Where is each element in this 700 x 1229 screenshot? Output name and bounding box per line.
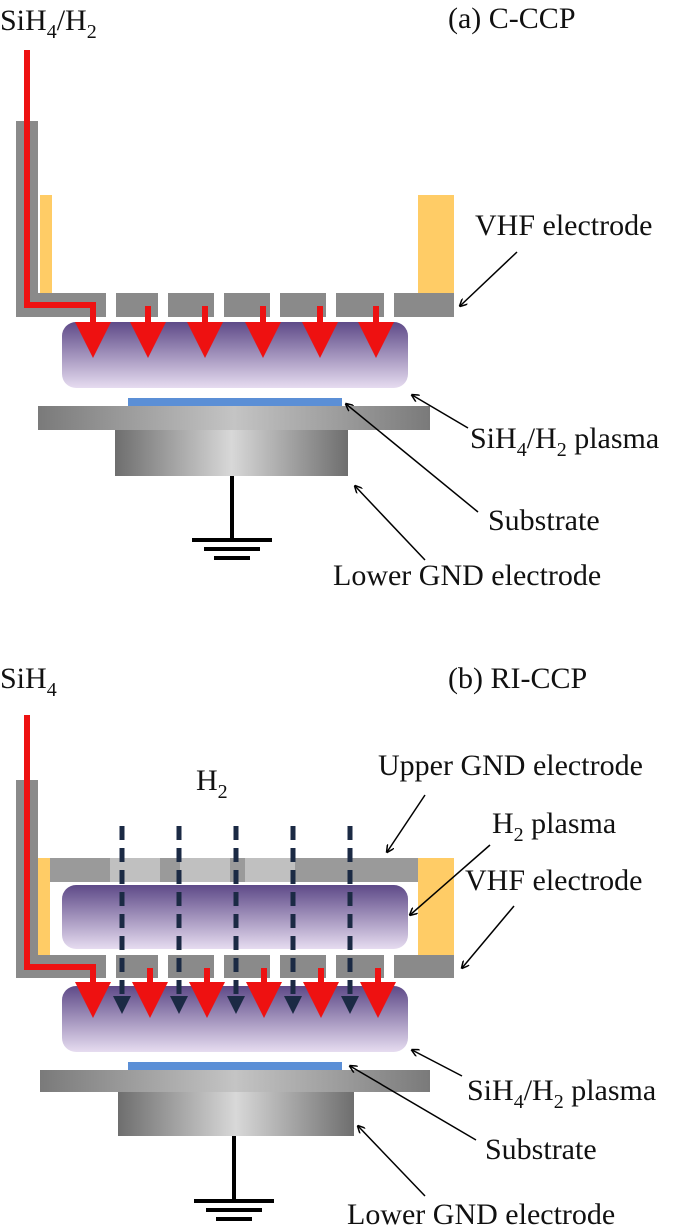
gas-arrows-b [75,968,396,1018]
upper-gnd-label: Upper GND electrode [378,749,643,782]
upper-gnd-electrode [50,858,418,882]
substrate-label-b: Substrate [485,1133,597,1166]
vhf-electrode-left [40,195,52,295]
substrate-label-a: Substrate [488,504,600,537]
panel-a-gas-label: SiH4/H2 [0,4,97,43]
panel-b: SiH4 (b) RI-CCP H2 [0,662,656,1229]
lower-gnd-electrode-a [115,430,348,476]
plasma-a [62,322,408,388]
vhf-electrode-right-b [418,858,454,955]
panel-b-title: (b) RI-CCP [448,662,587,695]
substrate-b [128,1062,342,1070]
stage-plate-a [38,406,430,430]
panel-a: SiH4/H2 (a) C-CCP [0,2,659,592]
stage-plate-b [40,1070,430,1092]
substrate-a [128,398,342,406]
h2-flow-lines [119,826,353,1000]
panel-b-gas-label: SiH4 [0,662,57,701]
h2-plasma-label: H2 plasma [492,807,616,846]
showerhead-b [38,955,454,978]
h2-arrowheads [113,996,359,1014]
vhf-label-b: VHF electrode [465,864,642,897]
vhf-label-a: VHF electrode [475,209,652,242]
showerhead-a [38,293,454,317]
gas-arrows-a [75,306,394,358]
plasma-label-a: SiH4/H2 plasma [470,422,659,461]
plasma-label-b: SiH4/H2 plasma [467,1074,656,1113]
vhf-electrode-left-b [38,858,50,955]
lower-gnd-label-a: Lower GND electrode [333,559,601,592]
lower-gnd-electrode-b [118,1092,354,1136]
ground-symbol-b [194,1136,274,1221]
vhf-electrode-right [418,195,454,293]
h2-label: H2 [196,764,228,803]
panel-a-title: (a) C-CCP [448,2,576,35]
lower-gnd-label-b: Lower GND electrode [347,1198,615,1229]
plasma-b [62,986,408,1052]
ground-symbol-a [192,476,272,560]
